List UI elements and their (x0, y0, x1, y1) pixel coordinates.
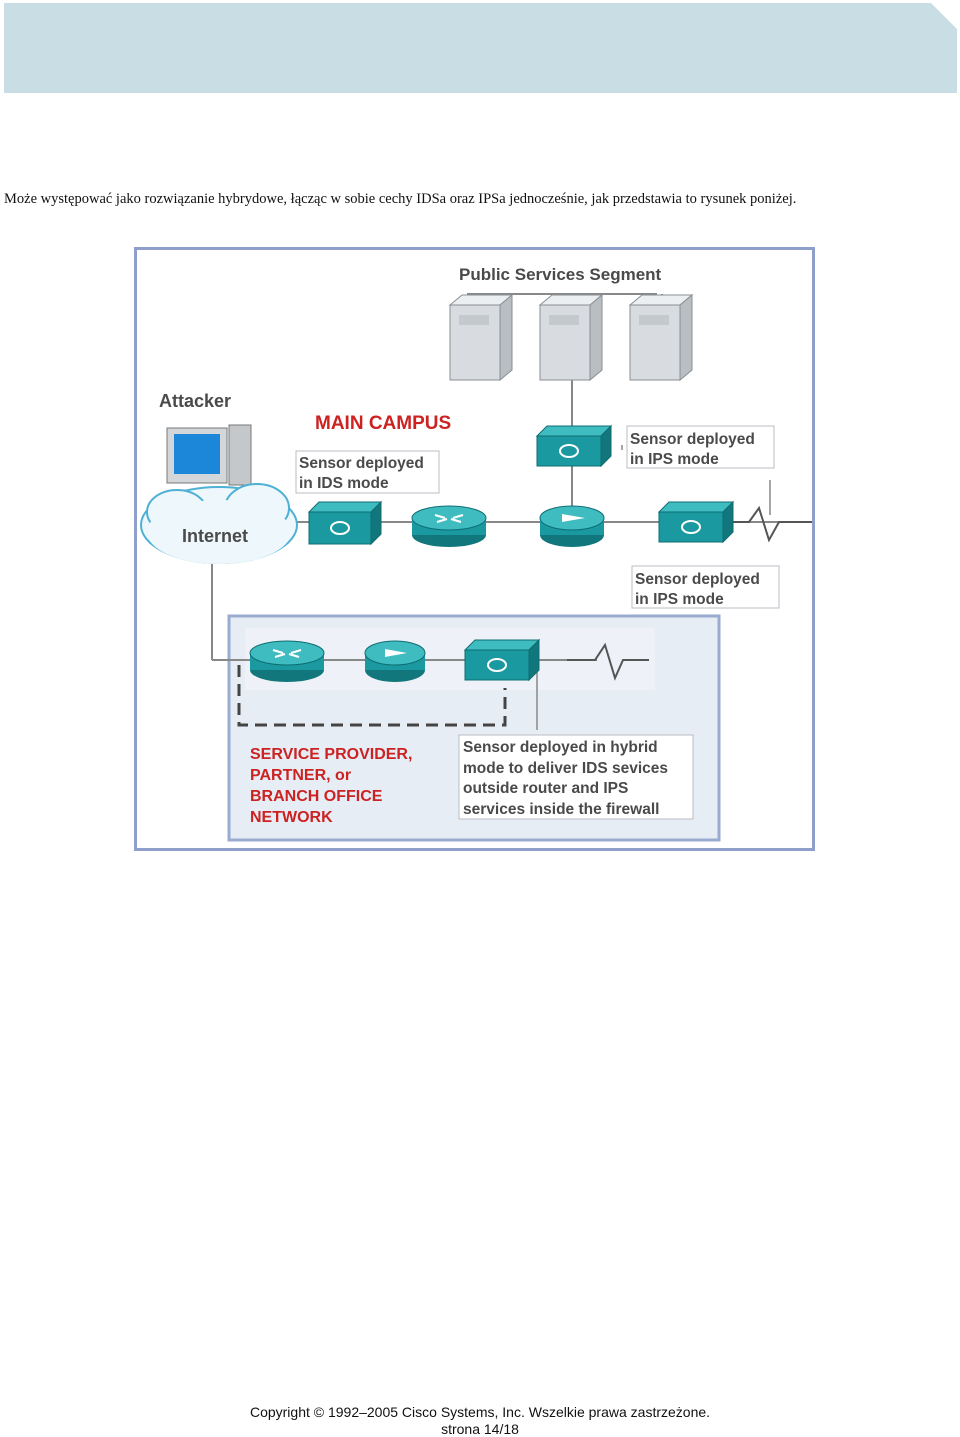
ids-sensor (307, 500, 383, 546)
dashed-boundary (237, 665, 507, 727)
branch-firewall (364, 640, 426, 682)
ids-label-line1: Sensor deployed (299, 455, 424, 472)
main-router (411, 505, 487, 547)
hybrid-label-box (458, 734, 694, 820)
header-corner (931, 3, 957, 29)
ips-sensor-right (657, 500, 735, 544)
ids-label-line2: in IDS mode (299, 475, 389, 492)
ips-top-line1: Sensor deployed (630, 431, 755, 448)
hybrid-sensor (463, 638, 541, 682)
ips-bottom-line2: in IPS mode (635, 591, 724, 608)
main-firewall (539, 505, 605, 547)
footer-page-number: strona 14/18 (441, 1421, 519, 1437)
branch-line4: NETWORK (250, 809, 333, 826)
hybrid-line3: outside router and IPS (463, 780, 628, 797)
ips-label-box-bottom (631, 565, 780, 609)
network-figure: Public Services Segment Attacker MAIN CA… (134, 247, 815, 851)
internet-cloud (140, 483, 298, 564)
hybrid-line4: services inside the firewall (463, 801, 659, 818)
body-paragraph: Może występować jako rozwiązanie hybrydo… (4, 191, 797, 207)
branch-router (249, 640, 325, 682)
ids-label-box (295, 450, 440, 494)
ips-label-box-top (626, 425, 775, 469)
wan-squiggle-bottom (567, 642, 649, 681)
branch-line1: SERVICE PROVIDER, (250, 746, 412, 763)
main-campus-label: MAIN CAMPUS (315, 413, 451, 434)
internet-label: Internet (182, 526, 248, 546)
hybrid-line1: Sensor deployed in hybrid (463, 739, 658, 756)
server-1 (448, 293, 514, 382)
ips-top-line2: in IPS mode (630, 451, 719, 468)
hybrid-line2: mode to deliver IDS sevices (463, 760, 668, 777)
header-band (4, 3, 957, 93)
public-services-title: Public Services Segment (459, 265, 662, 284)
ips-bottom-line1: Sensor deployed (635, 571, 760, 588)
server-2 (538, 293, 604, 382)
network-diagram: Public Services Segment Attacker MAIN CA… (140, 265, 812, 842)
branch-line2: PARTNER, or (250, 767, 351, 784)
footer-copyright: Copyright © 1992–2005 Cisco Systems, Inc… (249, 1404, 711, 1420)
wan-squiggle-top (717, 505, 812, 543)
attacker-label: Attacker (159, 391, 231, 411)
branch-line3: BRANCH OFFICE (250, 788, 383, 805)
ips-sensor-top (535, 424, 613, 468)
server-3 (628, 293, 694, 382)
